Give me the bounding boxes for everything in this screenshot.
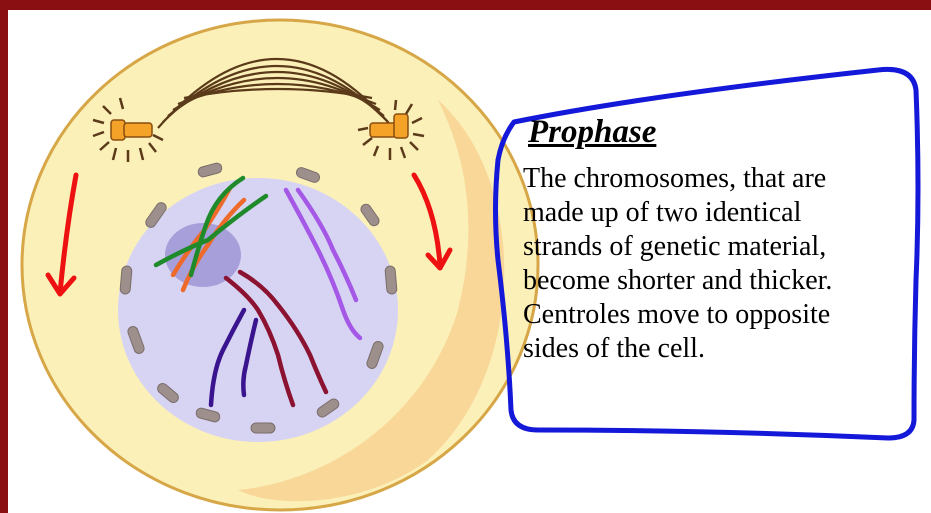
phase-description: The chromosomes, that are made up of two… — [523, 162, 931, 366]
slide: Prophase The chromosomes, that are made … — [8, 10, 931, 513]
description-line: strands of genetic material, — [523, 230, 931, 264]
description-line: sides of the cell. — [523, 332, 931, 366]
description-line: become shorter and thicker. — [523, 264, 931, 298]
phase-title: Prophase — [528, 115, 656, 150]
description-line: Centroles move to opposite — [523, 298, 931, 332]
description-line: The chromosomes, that are — [523, 162, 931, 196]
description-line: made up of two identical — [523, 196, 931, 230]
